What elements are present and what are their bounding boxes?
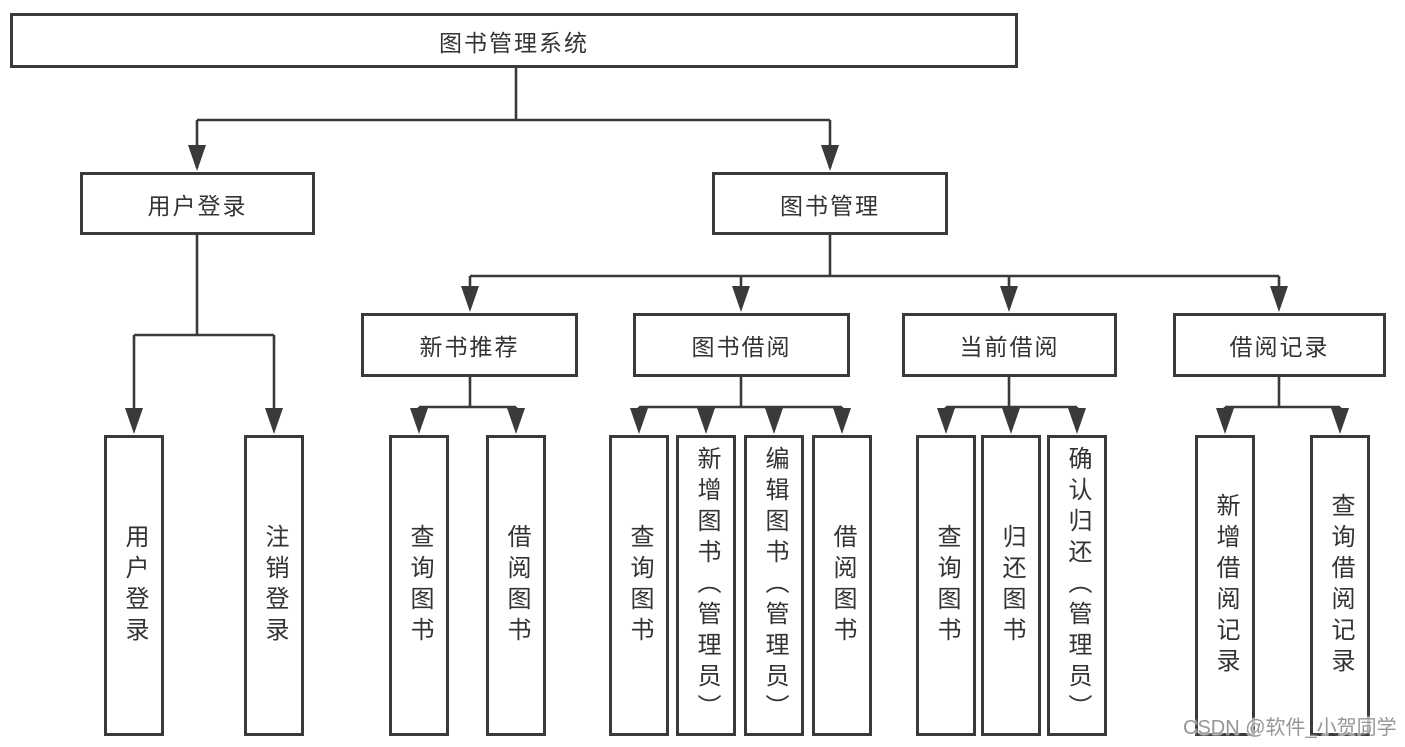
- arrowhead: [937, 408, 955, 434]
- leaf-current-search-books: 查询图书: [916, 435, 976, 736]
- leaf-borrow-borrow-books: 借阅图书: [812, 435, 872, 736]
- arrowhead: [765, 408, 783, 434]
- arrowhead: [461, 286, 479, 312]
- leaf-borrow-add-books-admin: 新增图书（管理员）: [676, 435, 736, 736]
- leaf-borrow-borrow-books-label: 借阅图书: [829, 523, 856, 648]
- node-book-borrow: 图书借阅: [633, 313, 850, 377]
- node-root: 图书管理系统: [10, 13, 1018, 68]
- leaf-borrow-edit-books-admin-label: 编辑图书（管理员）: [761, 446, 788, 725]
- arrowhead: [732, 286, 750, 312]
- arrowhead: [1216, 408, 1234, 434]
- leaf-borrow-edit-books-admin: 编辑图书（管理员）: [744, 435, 804, 736]
- connector: [195, 68, 832, 168]
- leaf-current-confirm-return-admin: 确认归还（管理员）: [1047, 435, 1107, 736]
- leaf-record-add-record-label: 新增借阅记录: [1212, 492, 1239, 679]
- arrowhead: [410, 408, 428, 434]
- arrowhead: [507, 408, 525, 434]
- leaf-recommend-borrow-books: 借阅图书: [486, 435, 546, 736]
- leaf-recommend-search-books-label: 查询图书: [406, 523, 433, 648]
- arrowhead: [630, 408, 648, 434]
- connector: [637, 377, 844, 430]
- leaf-current-confirm-return-admin-label: 确认归还（管理员）: [1064, 446, 1091, 725]
- node-new-book-recommend: 新书推荐: [361, 313, 578, 377]
- leaf-current-return-books: 归还图书: [981, 435, 1041, 736]
- leaf-user-login-label: 用户登录: [121, 523, 148, 648]
- arrowhead: [1331, 408, 1349, 434]
- leaf-user-login: 用户登录: [104, 435, 164, 736]
- node-borrow-record: 借阅记录: [1173, 313, 1386, 377]
- connector: [417, 377, 518, 430]
- leaf-logout: 注销登录: [244, 435, 304, 736]
- arrowhead: [265, 408, 283, 434]
- leaf-recommend-search-books: 查询图书: [389, 435, 449, 736]
- leaf-record-search-record-label: 查询借阅记录: [1327, 492, 1354, 679]
- leaf-record-search-record: 查询借阅记录: [1310, 435, 1370, 736]
- node-user-login: 用户登录: [80, 172, 315, 235]
- arrowhead: [1002, 408, 1020, 434]
- arrowhead: [821, 145, 839, 171]
- arrowhead: [188, 145, 206, 171]
- node-book-management: 图书管理: [712, 172, 948, 235]
- leaf-logout-label: 注销登录: [261, 523, 288, 648]
- arrowhead: [125, 408, 143, 434]
- arrowhead: [833, 408, 851, 434]
- leaf-borrow-search-books: 查询图书: [609, 435, 669, 736]
- arrowhead: [1068, 408, 1086, 434]
- leaf-current-search-books-label: 查询图书: [933, 523, 960, 648]
- watermark: CSDN @软件_小贺同学: [1183, 717, 1397, 739]
- leaf-borrow-add-books-admin-label: 新增图书（管理员）: [693, 446, 720, 725]
- leaf-current-return-books-label: 归还图书: [998, 523, 1025, 648]
- arrowhead: [1270, 286, 1288, 312]
- leaf-record-add-record: 新增借阅记录: [1195, 435, 1255, 736]
- node-current-borrow: 当前借阅: [902, 313, 1117, 377]
- arrowhead: [697, 408, 715, 434]
- arrowhead: [1000, 286, 1018, 312]
- connector: [132, 235, 276, 430]
- leaf-recommend-borrow-books-label: 借阅图书: [503, 523, 530, 648]
- connector: [468, 235, 1281, 308]
- connector: [1223, 377, 1342, 430]
- leaf-borrow-search-books-label: 查询图书: [626, 523, 653, 648]
